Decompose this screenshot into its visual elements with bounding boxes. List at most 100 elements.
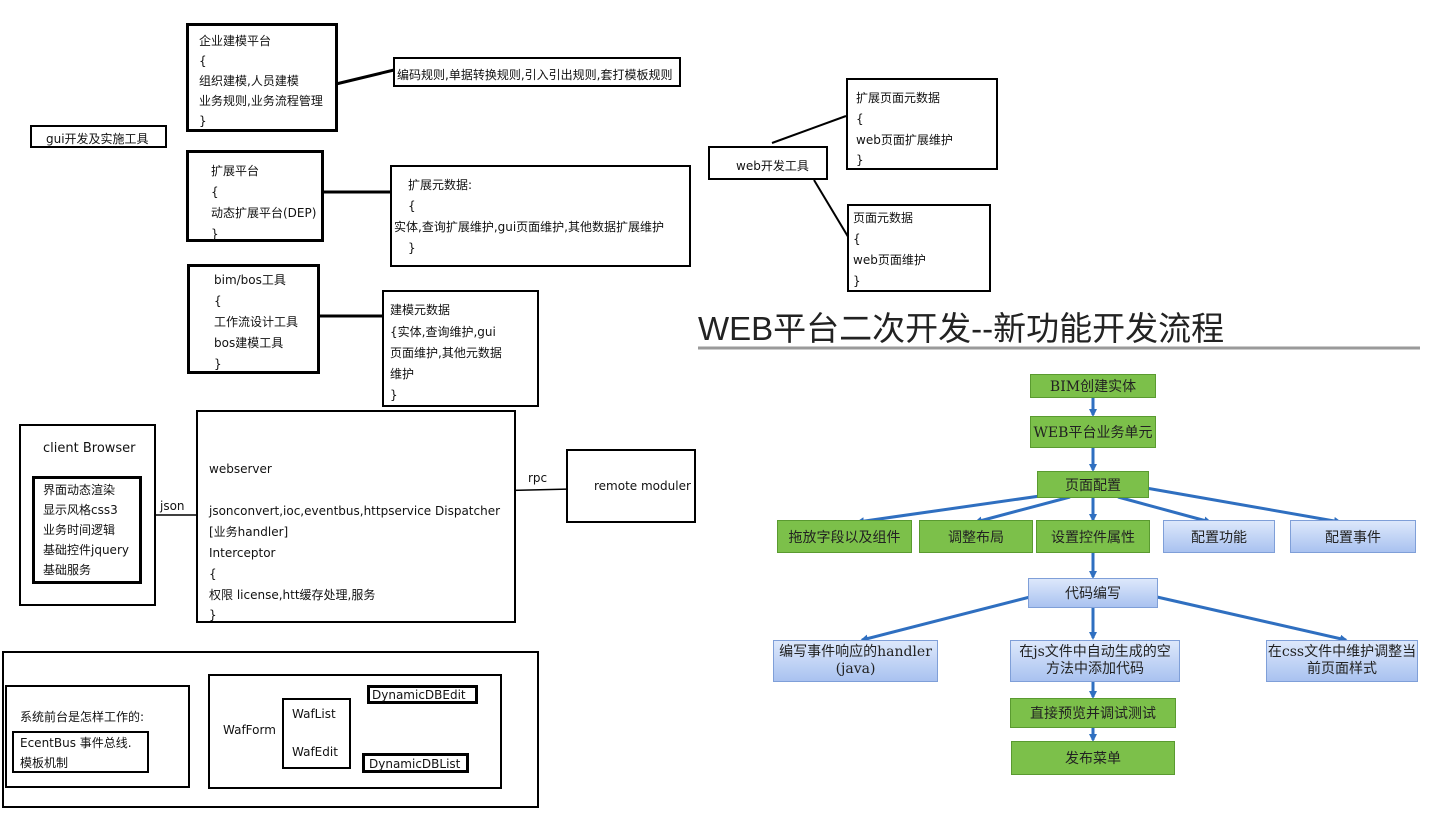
flow-step-publish-menu: 发布菜单 <box>1011 741 1175 775</box>
ext-page-metadata-line-3: web页面扩展维护 <box>856 133 953 147</box>
enterprise-rules-box: 编码规则,单据转换规则,引入引出规则,套打模板规则 <box>393 57 681 87</box>
page-metadata-line-4: } <box>853 274 861 288</box>
flow-step-preview-debug: 直接预览并调试测试 <box>1010 698 1176 728</box>
dynamic-db-edit-box: DynamicDBEdit <box>367 685 478 704</box>
arrow-step4-code-3 <box>1156 595 1348 643</box>
client-item-5: 基础服务 <box>43 563 92 577</box>
frontend-question-box: 系统前台是怎样工作的: EcentBus 事件总线. 模板机制 <box>5 685 190 788</box>
client-browser-list: 界面动态渲染 显示风格css3 业务时间逻辑 基础控件jquery 基础服务 <box>32 476 142 584</box>
extension-platform-line-4: } <box>211 227 219 241</box>
client-item-3: 业务时间逻辑 <box>43 523 116 537</box>
code-item-js: 在js文件中自动生成的空 方法中添加代码 <box>1010 640 1180 682</box>
dynamic-db-list-box: DynamicDBList <box>362 753 469 773</box>
enterprise-line-1: 企业建模平台 <box>199 34 272 48</box>
remote-moduler-label: remote moduler <box>594 479 691 493</box>
ext-page-metadata-line-4: } <box>856 153 864 167</box>
flowchart-title: WEB平台二次开发--新功能开发流程 <box>698 310 1225 347</box>
connector-web-ext-page <box>771 115 847 144</box>
extension-metadata-line-4: } <box>408 241 416 255</box>
code-item-css-line2: 前页面样式 <box>1307 661 1377 677</box>
code-item-handler-line2: (java) <box>835 661 876 677</box>
page-metadata-line-3: web页面维护 <box>853 253 926 267</box>
bim-tools-line-1: bim/bos工具 <box>214 273 286 287</box>
config-item-layout: 调整布局 <box>919 520 1033 553</box>
frontend-question: 系统前台是怎样工作的: <box>20 710 145 724</box>
webserver-line-1: webserver <box>209 462 272 476</box>
extension-platform-line-3: 动态扩展平台(DEP) <box>211 206 317 220</box>
code-item-handler-line1: 编写事件响应的handler <box>779 644 932 660</box>
enterprise-platform-box: 企业建模平台 { 组织建模,人员建模 业务规则,业务流程管理 } <box>186 23 338 132</box>
connector-enterprise-rules <box>335 68 395 86</box>
gui-tool-box: gui开发及实施工具 <box>30 125 167 148</box>
bim-tools-line-2: { <box>214 294 222 308</box>
bim-tools-line-4: bos建模工具 <box>214 336 284 350</box>
extension-metadata-line-2: { <box>408 199 416 213</box>
enterprise-line-4: 业务规则,业务流程管理 <box>199 94 323 108</box>
extension-platform-box: 扩展平台 { 动态扩展平台(DEP) } <box>186 150 324 242</box>
webserver-box: webserver jsonconvert,ioc,eventbus,https… <box>196 410 516 623</box>
waf-list-edit-box: WafList WafEdit <box>282 698 351 769</box>
page-metadata-line-1: 页面元数据 <box>853 211 914 225</box>
extension-metadata-line-1: 扩展元数据: <box>408 178 473 192</box>
extension-metadata-line-3: 实体,查询扩展维护,gui页面维护,其他数据扩展维护 <box>394 220 665 234</box>
modeling-metadata-line-4: 维护 <box>390 367 415 381</box>
client-item-1: 界面动态渲染 <box>43 483 116 497</box>
ext-page-metadata-line-2: { <box>856 112 864 126</box>
ext-page-metadata-box: 扩展页面元数据 { web页面扩展维护 } <box>846 78 998 170</box>
frontend-answer-box: EcentBus 事件总线. 模板机制 <box>12 731 149 773</box>
webserver-line-7: 权限 license,htt缓存处理,服务 <box>209 588 376 602</box>
code-item-css-line1: 在css文件中维护调整当 <box>1267 644 1417 660</box>
config-item-events: 配置事件 <box>1290 520 1416 553</box>
frontend-answer-2: 模板机制 <box>20 756 69 770</box>
extension-metadata-box: 扩展元数据: { 实体,查询扩展维护,gui页面维护,其他数据扩展维护 } <box>390 165 691 267</box>
enterprise-line-5: } <box>199 114 207 128</box>
arrow-step3-config-5 <box>1145 486 1342 525</box>
json-label: json <box>160 499 185 513</box>
frontend-answer-1: EcentBus 事件总线. <box>20 736 132 750</box>
enterprise-line-3: 组织建模,人员建模 <box>199 74 299 88</box>
webserver-line-6: { <box>209 567 217 581</box>
config-item-control-props: 设置控件属性 <box>1036 520 1150 553</box>
modeling-metadata-box: 建模元数据 {实体,查询维护,gui 页面维护,其他元数据 维护 } <box>382 290 539 407</box>
flow-step-code: 代码编写 <box>1028 578 1158 608</box>
arrow-step3-config-4 <box>1117 495 1212 525</box>
code-item-js-line2: 方法中添加代码 <box>1046 661 1144 677</box>
page-metadata-line-2: { <box>853 232 861 246</box>
client-item-2: 显示风格css3 <box>43 503 118 517</box>
modeling-metadata-line-2: {实体,查询维护,gui <box>390 325 496 339</box>
extension-platform-line-1: 扩展平台 <box>211 164 260 178</box>
rpc-label: rpc <box>528 471 548 485</box>
enterprise-line-2: { <box>199 54 207 68</box>
client-browser-title: client Browser <box>43 441 136 456</box>
modeling-metadata-line-5: } <box>390 388 398 402</box>
bim-tools-box: bim/bos工具 { 工作流设计工具 bos建模工具 } <box>187 264 320 374</box>
flow-step-web-business-unit: WEB平台业务单元 <box>1030 416 1156 448</box>
bim-tools-line-3: 工作流设计工具 <box>214 315 299 329</box>
modeling-metadata-line-1: 建模元数据 <box>390 303 451 317</box>
page-metadata-box: 页面元数据 { web页面维护 } <box>847 204 991 292</box>
code-item-css: 在css文件中维护调整当 前页面样式 <box>1266 640 1418 682</box>
extension-platform-line-2: { <box>211 185 219 199</box>
waf-list-label: WafList <box>292 707 336 721</box>
webserver-line-8: } <box>209 608 217 622</box>
modeling-metadata-line-3: 页面维护,其他元数据 <box>390 346 502 360</box>
config-item-functions: 配置功能 <box>1163 520 1275 553</box>
web-dev-tool-label: web开发工具 <box>736 159 809 173</box>
arrow-step4-code-1 <box>860 595 1031 643</box>
waf-edit-label: WafEdit <box>292 745 338 759</box>
web-dev-tool-box: web开发工具 <box>708 146 828 180</box>
dynamic-db-list-label: DynamicDBList <box>369 757 461 771</box>
code-item-handler: 编写事件响应的handler (java) <box>773 640 938 682</box>
webserver-line-4: [业务handler] <box>209 525 289 539</box>
webserver-line-5: Interceptor <box>209 546 276 560</box>
flow-step-bim-entity: BIM创建实体 <box>1030 374 1156 398</box>
client-item-4: 基础控件jquery <box>43 543 129 557</box>
arrow-step3-config-2 <box>974 495 1071 525</box>
bim-tools-line-5: } <box>214 357 222 371</box>
client-browser-box: client Browser 界面动态渲染 显示风格css3 业务时间逻辑 基础… <box>19 424 156 606</box>
dynamic-db-edit-label: DynamicDBEdit <box>372 688 466 702</box>
code-item-js-line1: 在js文件中自动生成的空 <box>1019 644 1171 660</box>
flow-step-page-config: 页面配置 <box>1037 471 1149 498</box>
webserver-line-3: jsonconvert,ioc,eventbus,httpservice Dis… <box>209 504 501 518</box>
arrow-step3-config-1 <box>856 494 1041 526</box>
